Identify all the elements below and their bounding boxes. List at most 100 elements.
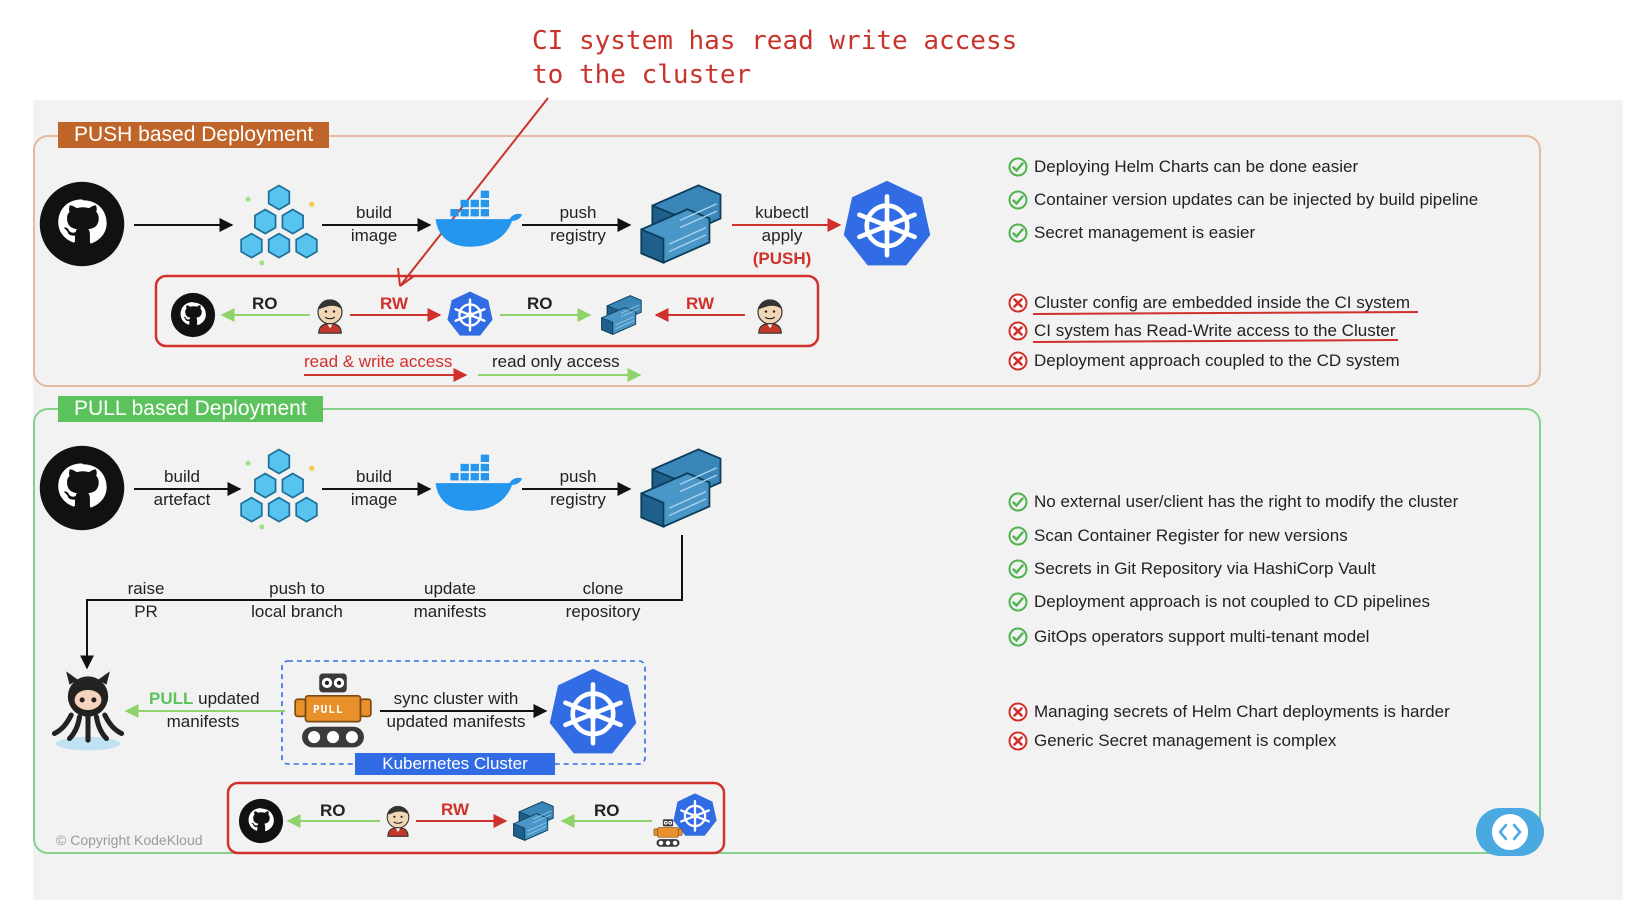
check-icon	[1008, 223, 1028, 243]
github-icon	[38, 444, 126, 532]
push-con-item: CI system has Read-Write access to the C…	[1008, 321, 1396, 341]
pull-updated-text: updated	[198, 689, 260, 708]
pull-step-update-1: update	[424, 579, 476, 598]
cross-icon	[1008, 702, 1028, 722]
pull-step-sync-1: sync cluster with	[393, 689, 519, 708]
pull-access-ro-2: RO	[594, 801, 620, 820]
legend-read-write: read & write access	[304, 352, 453, 371]
code-brackets-icon	[1498, 823, 1522, 841]
pull-pro-text: No external user/client has the right to…	[1034, 492, 1459, 511]
push-con-text: CI system has Read-Write access to the C…	[1034, 321, 1396, 340]
check-icon	[1008, 492, 1028, 512]
pull-pro-text: Deployment approach is not coupled to CD…	[1034, 592, 1430, 611]
pull-keyword: PULL	[149, 689, 194, 708]
artifact-cubes-icon	[236, 182, 322, 268]
annotation-line-2: to the cluster	[532, 60, 752, 90]
pull-step-pull-1: PULL updated	[149, 689, 260, 709]
pull-pro-item: GitOps operators support multi-tenant mo…	[1008, 627, 1369, 647]
artifact-cubes-icon	[236, 446, 322, 532]
pull-step-local-2: local branch	[251, 602, 343, 621]
slide-background	[33, 100, 1623, 900]
cross-icon	[1008, 731, 1028, 751]
push-pro-text: Deploying Helm Charts can be done easier	[1034, 157, 1359, 176]
pull-step-build-1: build	[356, 467, 392, 486]
push-pro-item: Deploying Helm Charts can be done easier	[1008, 157, 1358, 177]
pull-step-update-2: manifests	[413, 602, 487, 621]
jenkins-icon	[750, 290, 790, 338]
pull-step-local-1: push to	[269, 579, 325, 598]
pull-pro-item: Scan Container Register for new versions	[1008, 526, 1348, 546]
annotation-line-1: CI system has read write access	[532, 26, 1018, 56]
push-con-item: Cluster config are embedded inside the C…	[1008, 293, 1410, 313]
pull-step-clone-1: clone	[582, 579, 624, 598]
pull-pro-item: No external user/client has the right to…	[1008, 492, 1458, 512]
kubernetes-cluster-label: Kubernetes Cluster	[355, 753, 555, 775]
push-pro-text: Container version updates can be injecte…	[1034, 190, 1479, 209]
arrow-clone-to-pr	[80, 535, 683, 670]
push-access-rw-1: RW	[380, 294, 409, 313]
push-step-build-1: build	[356, 203, 392, 222]
pull-step-push-2: registry	[550, 490, 606, 509]
pull-step-artefact-2: artefact	[153, 490, 211, 509]
pull-con-text: Generic Secret management is complex	[1034, 731, 1337, 750]
kubernetes-icon	[546, 666, 640, 758]
check-icon	[1008, 627, 1028, 647]
kubernetes-cluster-frame	[281, 660, 646, 765]
github-icon	[38, 180, 126, 268]
push-access-ro-1: RO	[252, 294, 278, 313]
github-icon	[238, 798, 284, 844]
pull-pro-text: Scan Container Register for new versions	[1034, 526, 1348, 545]
registry-icon	[632, 442, 728, 534]
pull-step-pull-2: manifests	[166, 712, 240, 731]
pull-pro-item: Deployment approach is not coupled to CD…	[1008, 592, 1430, 612]
octocat-icon	[46, 664, 130, 756]
push-con-item: Deployment approach coupled to the CD sy…	[1008, 351, 1400, 371]
cross-icon	[1008, 351, 1028, 371]
registry-icon	[632, 178, 728, 270]
pull-step-artefact-1: build	[164, 467, 200, 486]
docker-icon	[432, 188, 524, 254]
pull-step-pr-1: raise	[127, 579, 165, 598]
pull-step-clone-2: repository	[565, 602, 641, 621]
operator-tag: PULL	[313, 703, 344, 716]
check-icon	[1008, 592, 1028, 612]
pull-con-text: Managing secrets of Helm Chart deploymen…	[1034, 702, 1450, 721]
pull-pro-text: Secrets in Git Repository via HashiCorp …	[1034, 559, 1376, 578]
pull-access-rw-1: RW	[441, 800, 470, 819]
cross-icon	[1008, 321, 1028, 341]
github-icon	[170, 292, 216, 338]
check-icon	[1008, 559, 1028, 579]
push-step-kubectl-1: kubectl	[755, 203, 809, 222]
pull-step-push-1: push	[559, 467, 597, 486]
push-con-text: Cluster config are embedded inside the C…	[1034, 293, 1411, 312]
code-icon	[1490, 812, 1530, 852]
check-icon	[1008, 190, 1028, 210]
pull-access-box	[226, 781, 726, 855]
push-step-kubectl-3: (PUSH)	[752, 249, 812, 268]
pull-step-pr-2: PR	[134, 602, 158, 621]
push-step-build-2: image	[350, 226, 398, 245]
docker-icon	[432, 452, 524, 518]
pull-step-build-2: image	[350, 490, 398, 509]
push-access-ro-2: RO	[527, 294, 553, 313]
push-access-rw-2: RW	[686, 294, 715, 313]
push-step-push-2: registry	[550, 226, 606, 245]
legend-read-only: read only access	[492, 352, 620, 371]
pull-step-sync-2: updated manifests	[386, 712, 526, 731]
check-icon	[1008, 157, 1028, 177]
push-pro-item: Container version updates can be injecte…	[1008, 190, 1478, 210]
pull-con-item: Managing secrets of Helm Chart deploymen…	[1008, 702, 1450, 722]
cross-icon	[1008, 293, 1028, 313]
pull-con-item: Generic Secret management is complex	[1008, 731, 1336, 751]
jenkins-icon	[310, 290, 350, 338]
registry-icon	[596, 292, 646, 338]
pull-section-frame	[33, 408, 1541, 854]
push-section-title: PUSH based Deployment	[58, 122, 330, 148]
kubernetes-icon	[446, 290, 494, 338]
push-con-text: Deployment approach coupled to the CD sy…	[1034, 351, 1400, 370]
jenkins-icon	[380, 796, 416, 842]
annotation-arrow	[399, 97, 549, 287]
code-button[interactable]	[1476, 808, 1544, 856]
copyright-text: © Copyright KodeKloud	[56, 832, 203, 848]
pull-pro-item: Secrets in Git Repository via HashiCorp …	[1008, 559, 1376, 579]
